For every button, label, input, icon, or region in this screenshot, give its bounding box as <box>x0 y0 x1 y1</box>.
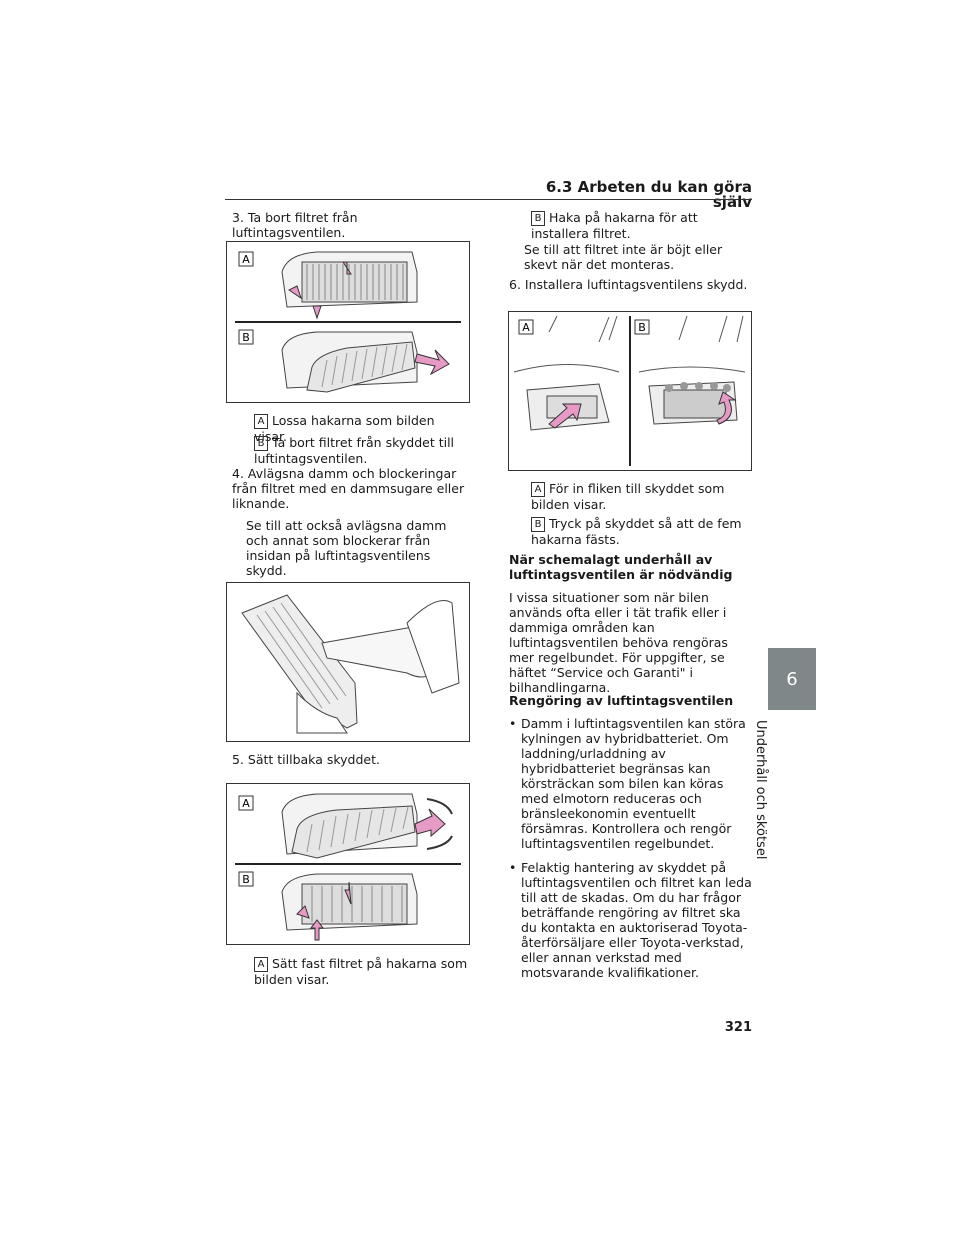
step-6b-text: Tryck på skyddet så att de fem hakarna f… <box>531 516 742 547</box>
step-4-note: Se till att också avlägsna damm och anna… <box>246 518 447 578</box>
vacuum-illustration <box>241 594 460 734</box>
label-a-badge: A <box>531 482 545 497</box>
chapter-label: Underhåll och skötsel <box>753 720 800 880</box>
label-a-badge: A <box>254 414 268 429</box>
paragraph-maintenance: I vissa situationer som när bilen använd… <box>509 590 728 695</box>
step-3: 3. Ta bort filtret från luftintagsventil… <box>232 210 358 240</box>
heading-cleaning: Rengöring av luftintagsventilen <box>509 693 734 708</box>
step-6a-text: För in fliken till skyddet som bilden vi… <box>531 481 725 512</box>
filter-removal-illustration: A B <box>235 251 461 393</box>
figure-install-cover: A B <box>508 311 752 471</box>
bullet-1-text: Damm i luftintagsventilen kan störa kyln… <box>521 716 746 851</box>
fig1-label-a: A <box>242 253 250 266</box>
chapter-number: 6 <box>786 668 798 690</box>
fig3-label-b: B <box>242 873 250 886</box>
figure-vacuum-filter <box>226 582 470 742</box>
section-title: 6.3 Arbeten du kan göra själv <box>545 178 752 211</box>
label-a-badge: A <box>254 957 268 972</box>
fig1-label-b: B <box>242 331 250 344</box>
figure-remove-filter: A B <box>226 241 470 403</box>
page-number: 321 <box>724 1020 752 1035</box>
figure-reinstall-filter: A B <box>226 783 470 945</box>
step-4: 4. Avlägsna damm och blockeringar från f… <box>232 466 465 511</box>
step-5a-text: Sätt fast filtret på hakarna som bilden … <box>254 956 468 987</box>
chapter-label-text: Underhåll och skötsel <box>753 720 768 860</box>
fig3-label-a: A <box>242 797 250 810</box>
step-3a-text: Lossa hakarna som bilden visar. <box>254 413 435 444</box>
bullet-marker: • <box>509 716 517 731</box>
header-rule <box>225 199 752 200</box>
bullet-2-text: Felaktig hantering av skyddet på luftint… <box>521 860 752 980</box>
bullet-item-1: • Damm i luftintagsventilen kan störa ky… <box>509 716 752 851</box>
bullet-item-2: • Felaktig hantering av skyddet på lufti… <box>509 860 752 980</box>
filter-reinstall-illustration: A B <box>235 793 461 941</box>
bullet-marker: • <box>509 860 517 875</box>
step-3b-text: Ta bort filtret från skyddet till luftin… <box>254 435 455 466</box>
cover-install-illustration: A B <box>513 315 746 466</box>
step-5-note: Se till att filtret inte är böjt eller s… <box>524 242 723 272</box>
step-5: 5. Sätt tillbaka skyddet. <box>232 752 380 767</box>
step-5b-text: Haka på hakarna för att installera filtr… <box>531 210 698 241</box>
label-b-badge: B <box>531 211 545 226</box>
heading-scheduled-maintenance: När schemalagt underhåll av luftintagsve… <box>509 552 733 582</box>
label-b-badge: B <box>254 436 268 451</box>
chapter-tab: 6 <box>768 648 816 710</box>
fig4-label-b: B <box>638 321 646 334</box>
fig4-label-a: A <box>522 321 530 334</box>
label-b-badge: B <box>531 517 545 532</box>
step-6: 6. Installera luftintagsventilens skydd. <box>509 277 748 292</box>
